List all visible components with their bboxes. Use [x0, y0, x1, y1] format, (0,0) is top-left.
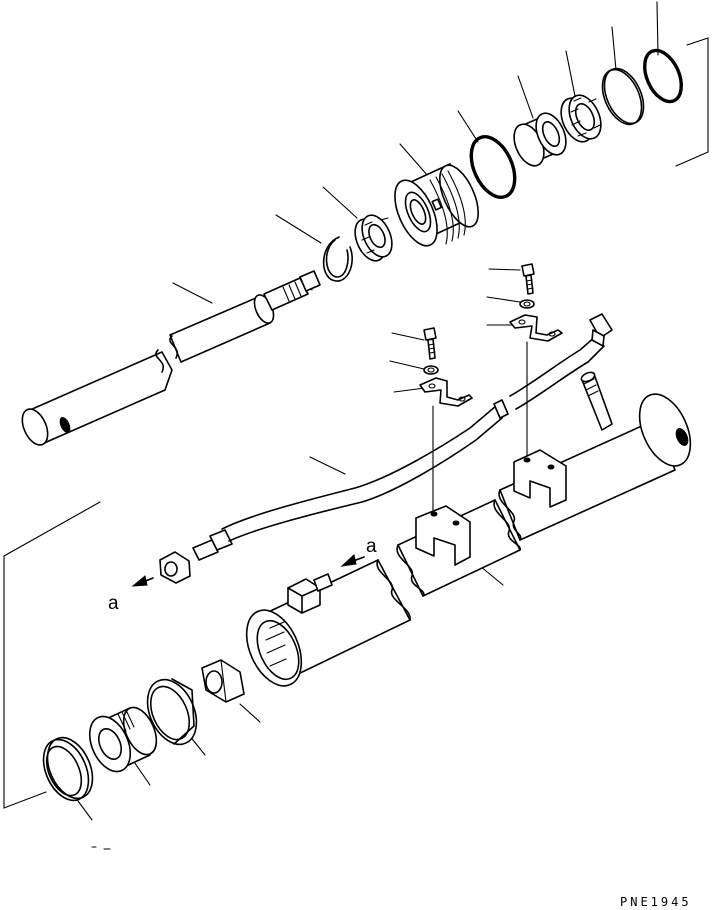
arrow-a-lower: a [108, 575, 154, 614]
cylinder-head [394, 163, 479, 247]
arrow-label-lower: a [108, 593, 119, 614]
lower-group-frame [3, 501, 101, 809]
lock-nut [560, 94, 602, 143]
washer-upper [519, 299, 535, 309]
piston-nut-hex [201, 659, 245, 703]
assembly-lines [432, 341, 528, 515]
drawing-code: PNE1945 [620, 895, 692, 909]
piston-rod [21, 270, 321, 446]
clamp-lower [419, 377, 473, 407]
washer-lower [423, 365, 439, 375]
backup-ring [601, 67, 645, 126]
rod-nut [354, 214, 393, 262]
pipe-fitting-nut [159, 551, 191, 584]
piston [88, 706, 158, 773]
pipe [192, 313, 613, 561]
bushing [513, 112, 567, 167]
snap-ring [322, 236, 353, 282]
piston-ring [146, 678, 198, 746]
leader-lines [69, 1, 659, 850]
bracket-lower [415, 505, 471, 566]
port-block [287, 573, 333, 614]
wear-ring [42, 736, 94, 802]
clamp-upper [509, 314, 563, 342]
o-ring-head [469, 135, 517, 199]
bolt-lower [423, 327, 437, 360]
o-ring-outer [643, 48, 683, 104]
bracket-upper [513, 449, 567, 508]
arrow-label-upper: a [366, 536, 377, 557]
arrow-a-upper: a [340, 536, 377, 567]
bolt-upper [521, 263, 535, 295]
upper-group-frame [675, 37, 709, 167]
side-port-elbow [580, 371, 613, 431]
